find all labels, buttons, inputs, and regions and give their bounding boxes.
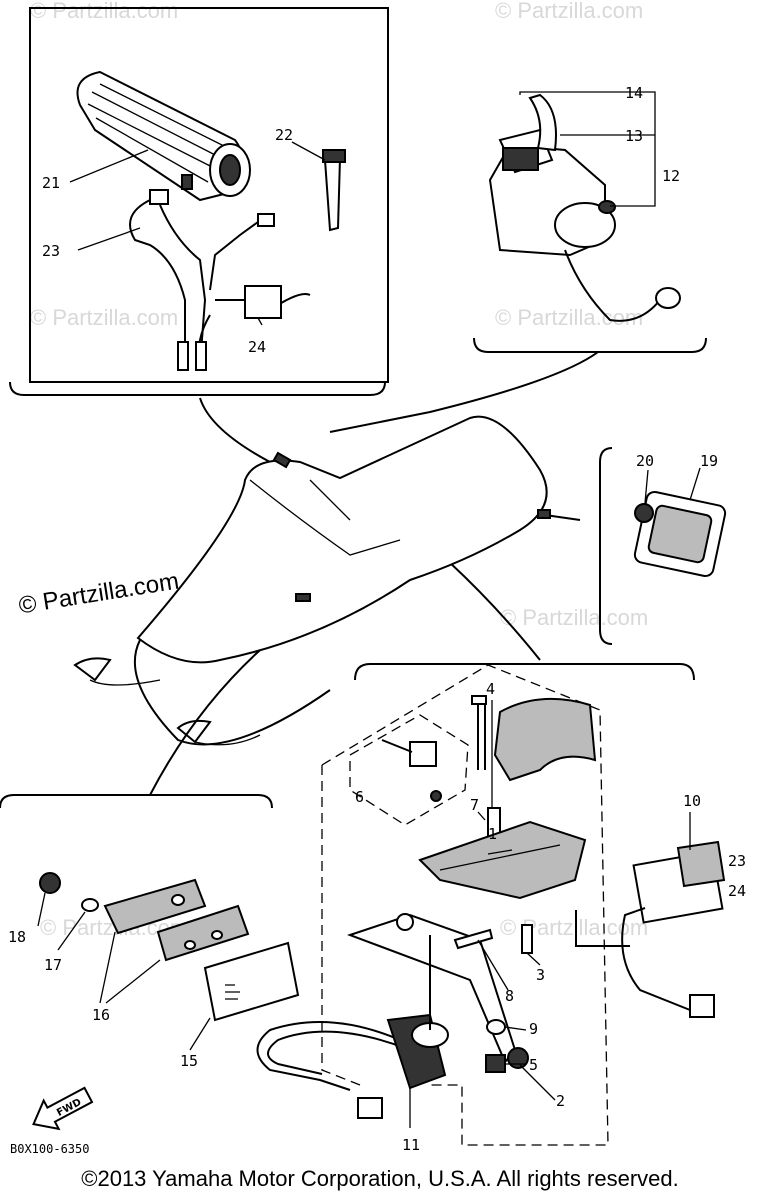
leader-23 [77, 227, 141, 251]
callout-23-top: 23 [42, 242, 60, 260]
callout-7: 7 [470, 796, 479, 814]
leader-3 [526, 952, 541, 966]
leader-7 [477, 811, 486, 821]
callout-16: 16 [92, 1006, 110, 1024]
heated-grip [76, 70, 251, 202]
callout-6: 6 [355, 788, 364, 806]
snowmobile-outline [73, 415, 551, 746]
callout-11: 11 [402, 1136, 420, 1154]
callout-24-top: 24 [248, 338, 266, 356]
brake-lever-assembly: 4 6 7 1 10 23 24 3 8 2 9 5 11 [256, 663, 746, 1154]
bracket-bottom-left [0, 794, 273, 809]
leader-21 [69, 149, 149, 183]
callout-19: 19 [700, 452, 718, 470]
watermark-mid-right: © Partzilla.com [500, 605, 648, 630]
callout-8: 8 [505, 987, 514, 1005]
leader-16 [99, 931, 161, 1004]
callout-23-bottom: 23 [728, 852, 746, 870]
callout-1: 1 [488, 825, 497, 843]
callout-5: 5 [529, 1056, 538, 1074]
callout-18: 18 [8, 928, 26, 946]
inset-box-left [29, 7, 389, 383]
callout-3: 3 [536, 966, 545, 984]
strap-head [322, 149, 346, 163]
callout-17: 17 [44, 956, 62, 974]
forward-arrow-icon: FWD [32, 1086, 94, 1131]
link-left-inset [199, 397, 271, 463]
dashed-outline-2 [321, 765, 361, 1086]
dashed-outline-6 [349, 714, 469, 826]
inset-bracket-top-right [473, 337, 707, 353]
leader-17 [57, 911, 86, 951]
callout-14: 14 [625, 84, 643, 102]
wire-harness [129, 189, 311, 371]
callout-24-bottom: 24 [728, 882, 746, 900]
callout-20: 20 [636, 452, 654, 470]
side-reflector-group: 20 19 [599, 447, 727, 645]
leader-22 [291, 141, 326, 161]
bracket-bottom-right [354, 663, 695, 681]
diagram-part-number: B0X100-6350 [10, 1142, 90, 1156]
callout-9: 9 [529, 1020, 538, 1038]
leader-1 [487, 849, 513, 855]
dashed-outline-1 [321, 664, 609, 1146]
leaders-12-14 [519, 91, 656, 207]
callout-4: 4 [486, 680, 495, 698]
copyright-notice: ©2013 Yamaha Motor Corporation, U.S.A. A… [81, 1166, 679, 1191]
callout-15: 15 [180, 1052, 198, 1070]
link-right-inset [329, 351, 599, 433]
callout-2: 2 [556, 1092, 565, 1110]
callout-13: 13 [625, 127, 643, 145]
leader-18 [37, 892, 46, 927]
front-reflector-group: 18 17 16 15 [0, 794, 300, 1070]
leader-15 [189, 1017, 211, 1051]
leader-9 [504, 1026, 527, 1031]
switch-assembly-top-right: 14 13 12 [473, 84, 707, 353]
watermark-top-right: © Partzilla.com [495, 305, 643, 330]
leader-2 [519, 1064, 556, 1101]
leader-8 [477, 939, 509, 991]
grip-warmer-inset: 21 22 23 24 [9, 7, 389, 396]
leader-24 [257, 317, 263, 326]
watermark-top-left: © Partzilla.com [30, 305, 178, 330]
callout-12: 12 [662, 167, 680, 185]
inset-bracket-left [9, 381, 386, 396]
watermark-top-edge-right: © Partzilla.com [495, 0, 643, 23]
watermark-top-edge-left: © Partzilla.com [30, 0, 178, 23]
callout-10: 10 [683, 792, 701, 810]
callout-21: 21 [42, 174, 60, 192]
cable-strap [323, 156, 342, 232]
callout-22: 22 [275, 126, 293, 144]
